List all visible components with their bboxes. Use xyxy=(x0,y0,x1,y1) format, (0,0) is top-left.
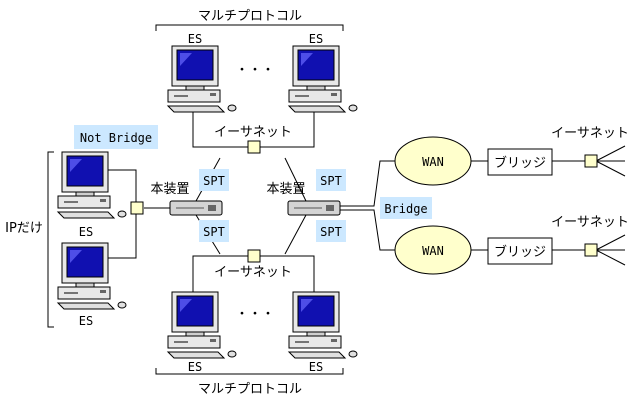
wan-bottom-link xyxy=(340,209,396,251)
hub-bottom xyxy=(247,249,261,263)
bridge-callout-box xyxy=(380,197,432,219)
bottom-es-left-label: ES xyxy=(188,360,202,374)
spt-left-bottom-box xyxy=(199,220,229,242)
left-es-bottom-label: ES xyxy=(79,314,93,328)
bridge-box-top-label: ブリッジ xyxy=(494,155,546,171)
device-right-label: 本装置 xyxy=(266,182,305,197)
spt-left-top-box xyxy=(199,169,229,191)
spt-right-top-label: SPT xyxy=(320,174,342,188)
wan-top-label: WAN xyxy=(422,155,444,169)
pc-top-left xyxy=(167,45,237,113)
pc-top-right xyxy=(288,45,358,113)
top-dots: ・・・ xyxy=(235,63,274,78)
top-ethernet-label: イーサネット xyxy=(214,125,292,140)
bridge-box-top-rect xyxy=(487,148,553,176)
top-bracket xyxy=(155,24,344,31)
hub-right-top xyxy=(584,154,598,168)
pc-left-top xyxy=(57,151,127,219)
not-bridge-label: Not Bridge xyxy=(80,131,152,145)
ip-only-label: IPだけ xyxy=(5,221,43,236)
pc-bottom-right xyxy=(288,291,358,359)
hub-top xyxy=(247,140,261,154)
right-device-down xyxy=(284,214,307,255)
router-right xyxy=(287,200,341,216)
bottom-dots: ・・・ xyxy=(235,307,274,322)
hub-left xyxy=(130,201,144,215)
bottom-bracket xyxy=(155,368,344,375)
fan-bottom-1 xyxy=(595,234,626,251)
left-es-top-label: ES xyxy=(79,225,93,239)
wan-bottom-label: WAN xyxy=(422,244,444,258)
wan-bottom-cloud xyxy=(394,225,472,275)
bottom-ethernet-label: イーサネット xyxy=(214,265,292,280)
spt-right-bottom-box xyxy=(316,220,346,242)
pc-bottom-left xyxy=(167,291,237,359)
top-es-right-label: ES xyxy=(309,32,323,46)
bridge-callout-label: Bridge xyxy=(384,202,427,216)
top-es-left-label: ES xyxy=(188,32,202,46)
fan-top-3 xyxy=(595,160,626,177)
right-bottom-ethernet-label: イーサネット xyxy=(551,215,629,230)
left-bracket xyxy=(47,151,54,328)
spt-right-top-box xyxy=(316,169,346,191)
wan-top-link xyxy=(340,160,396,207)
wan-top-cloud xyxy=(394,136,472,186)
spt-left-top-label: SPT xyxy=(203,174,225,188)
bottom-es-right-label: ES xyxy=(309,360,323,374)
right-top-ethernet-label: イーサネット xyxy=(551,126,629,141)
top-group-label: マルチプロトコル xyxy=(198,9,302,24)
fan-bottom-3 xyxy=(595,249,626,266)
fan-top-1 xyxy=(595,145,626,162)
device-left-label: 本装置 xyxy=(150,182,189,197)
bridge-box-bottom-label: ブリッジ xyxy=(494,244,546,260)
not-bridge-box xyxy=(74,125,158,149)
right-device-up xyxy=(284,157,307,202)
hub-right-bottom xyxy=(584,243,598,257)
spt-right-bottom-label: SPT xyxy=(320,225,342,239)
router-left xyxy=(169,200,223,216)
bridge-box-bottom-rect xyxy=(487,237,553,265)
bottom-group-label: マルチプロトコル xyxy=(198,382,302,397)
spt-left-bottom-label: SPT xyxy=(203,225,225,239)
pc-left-bottom xyxy=(57,242,127,310)
